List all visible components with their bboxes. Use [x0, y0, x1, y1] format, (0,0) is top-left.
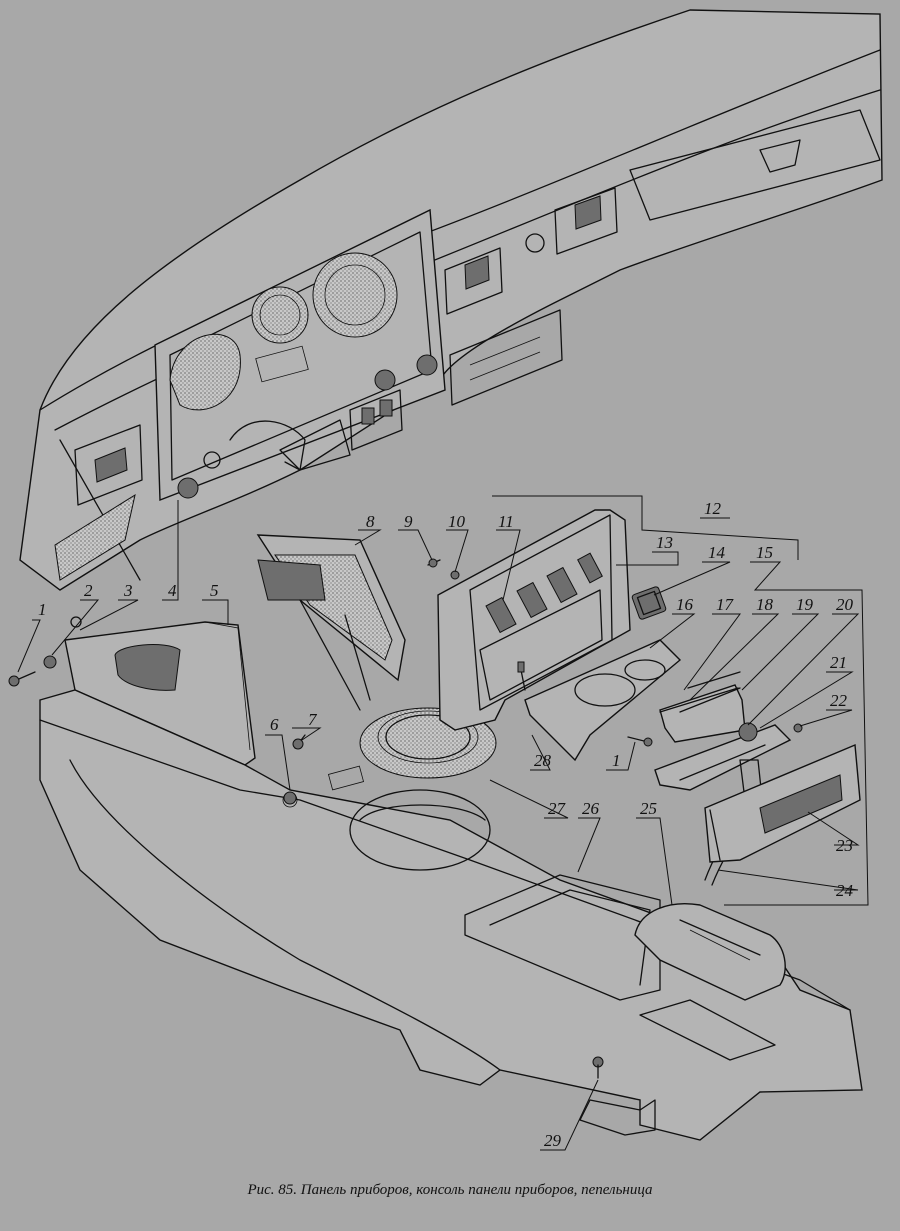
- leader-lines: [17, 495, 869, 1151]
- callout-1: 1: [38, 600, 47, 619]
- callout-9: 9: [404, 512, 413, 531]
- callout-labels: 1 2 3 4 5 6 7 8 9 10 11 12 13 14 15 16 1…: [38, 499, 854, 1150]
- callout-22: 22: [830, 691, 848, 710]
- callout-2: 2: [84, 581, 93, 600]
- ashtray-insert: [659, 671, 746, 743]
- callout-19: 19: [796, 595, 814, 614]
- callout-25: 25: [640, 799, 657, 818]
- callout-18: 18: [756, 595, 774, 614]
- callout-7: 7: [308, 710, 318, 729]
- callout-26: 26: [582, 799, 600, 818]
- callout-8: 8: [366, 512, 375, 531]
- callout-13: 13: [656, 533, 673, 552]
- callout-17: 17: [716, 595, 735, 614]
- callout-10: 10: [448, 512, 466, 531]
- callout-15: 15: [756, 543, 773, 562]
- ashtray-drawer: [704, 743, 861, 863]
- floor-console: [39, 689, 863, 1141]
- callout-5: 5: [210, 581, 219, 600]
- callout-1-second: 1: [612, 751, 621, 770]
- callout-4: 4: [168, 581, 177, 600]
- callout-6: 6: [270, 715, 279, 734]
- callout-16: 16: [676, 595, 694, 614]
- callout-14: 14: [708, 543, 726, 562]
- gear-lever-cover: [634, 903, 786, 1001]
- instrument-panel: [19, 9, 883, 591]
- callout-27: 27: [548, 799, 567, 818]
- callout-29: 29: [544, 1131, 562, 1150]
- console-cover-panel: [256, 534, 406, 711]
- callout-12: 12: [704, 499, 722, 518]
- callout-11: 11: [498, 512, 514, 531]
- callout-21: 21: [830, 653, 847, 672]
- callout-3: 3: [123, 581, 133, 600]
- callout-28: 28: [534, 751, 552, 770]
- switch-block: [631, 586, 667, 620]
- figure-caption: Рис. 85. Панель приборов, консоль панели…: [247, 1182, 653, 1198]
- callout-20: 20: [836, 595, 854, 614]
- callout-24: 24: [836, 881, 854, 900]
- switch-panel-bezel: [437, 509, 631, 731]
- callout-23: 23: [836, 836, 853, 855]
